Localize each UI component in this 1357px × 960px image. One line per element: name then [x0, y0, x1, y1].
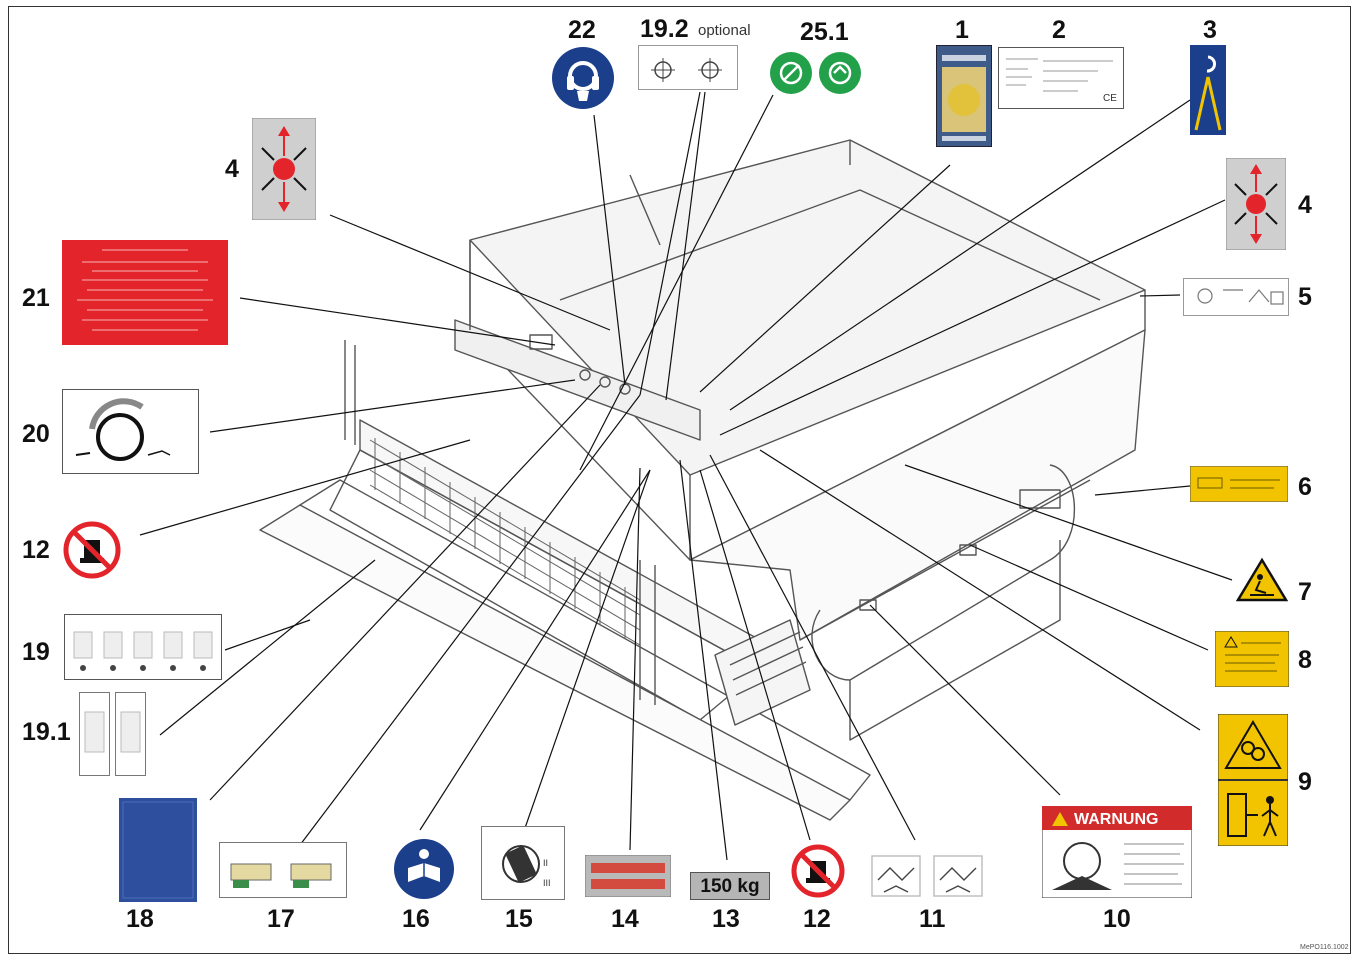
label-17-icon [219, 842, 347, 898]
svg-text:III: III [543, 878, 551, 888]
callout-2: 2 [1052, 16, 1066, 44]
crush-hazard-arrows-icon-left [252, 118, 316, 220]
callout-7: 7 [1298, 578, 1312, 606]
callout-4-right: 4 [1298, 191, 1312, 219]
label-1-icon [936, 45, 992, 147]
auger-grid [369, 438, 641, 646]
label-21-red-notice [62, 240, 228, 345]
callout-9: 9 [1298, 768, 1312, 796]
operating-manual-icon [119, 798, 197, 902]
label-11-icons [871, 855, 983, 897]
weight-plate-text: 150 kg [700, 876, 760, 897]
read-manual-icon [394, 839, 454, 899]
callout-11: 11 [919, 905, 946, 933]
callout-4-left: 4 [225, 155, 239, 183]
label-15-switch-icon: III II [481, 826, 565, 900]
green-sign-icon-1 [770, 52, 812, 94]
callout-25-1: 25.1 [800, 18, 849, 46]
rating-plate-icon: CE [998, 47, 1124, 109]
callout-3: 3 [1203, 16, 1217, 44]
callout-6: 6 [1298, 473, 1312, 501]
callout-12-bottom: 12 [803, 905, 831, 933]
figure-frame [8, 6, 1351, 954]
callout-22: 22 [568, 16, 596, 44]
no-stepping-prohibition-icon-bottom [791, 844, 845, 898]
callout-13: 13 [712, 905, 740, 933]
callout-10: 10 [1103, 905, 1131, 933]
callout-8: 8 [1298, 646, 1312, 674]
callout-19-1: 19.1 [22, 718, 71, 746]
callout-1: 1 [955, 16, 969, 44]
callout-12-left: 12 [22, 536, 50, 564]
label-19-icon [64, 614, 222, 680]
label-8-caution-icon [1215, 631, 1289, 687]
label-5-icon [1183, 278, 1289, 316]
callout-17: 17 [267, 905, 295, 933]
label-14-throttle-plate [585, 855, 671, 897]
no-stepping-prohibition-icon-left [63, 521, 121, 579]
step-platform [714, 619, 811, 726]
callout-5: 5 [1298, 283, 1312, 311]
lifting-point-icon [1190, 45, 1226, 135]
callout-15: 15 [505, 905, 533, 933]
label-19-2-icon [638, 45, 738, 90]
knob-control-icon [62, 389, 199, 474]
callout-19: 19 [22, 638, 50, 666]
callout-20: 20 [22, 420, 50, 448]
crush-hazard-arrows-icon-right [1226, 158, 1286, 250]
callout-16: 16 [402, 905, 430, 933]
green-sign-icon-2 [819, 52, 861, 94]
callout-14: 14 [611, 905, 639, 933]
ce-mark: CE [1103, 93, 1117, 104]
svg-text:II: II [543, 858, 548, 868]
leader-lines [139, 91, 1233, 861]
figure-reference-code: MePO116.1002 [1300, 944, 1349, 951]
callout-21: 21 [22, 284, 50, 312]
label-19-1-icon [79, 692, 146, 776]
callout-18: 18 [126, 905, 154, 933]
control-panel [454, 319, 701, 441]
callout-19-2: 19.2 [640, 15, 689, 43]
slip-hazard-icon [1236, 557, 1288, 602]
warning-header: WARNUNG [1074, 811, 1158, 828]
label-9-pinch-hazard-icons [1218, 714, 1288, 846]
track-frame [811, 464, 1076, 681]
warning-label: WARNUNG [1042, 806, 1192, 898]
label-6-yellow-plate [1190, 466, 1288, 502]
optional-note: optional [698, 22, 751, 39]
hearing-protection-icon [552, 47, 614, 109]
weight-plate: 150 kg [690, 872, 770, 900]
